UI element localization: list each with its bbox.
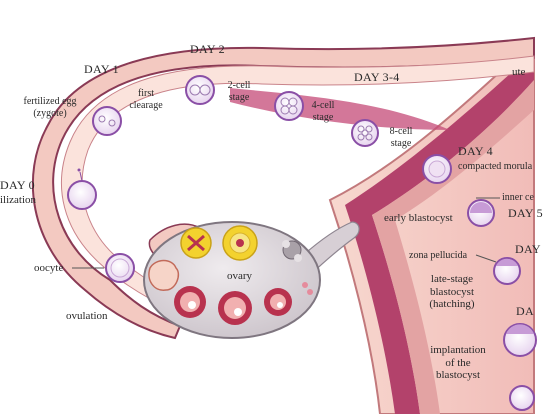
two-cell-label: 2-cell stage: [220, 80, 258, 103]
four-cell-label: 4-cell stage: [304, 100, 342, 123]
morula: [422, 154, 452, 184]
late-stage-line2: blastocyst: [430, 285, 474, 298]
first-cleavage-label: first clearage: [124, 88, 168, 111]
four-cell-line1: 4-cell: [311, 100, 335, 111]
two-cell-line2: stage: [228, 91, 250, 103]
fertilization-cell: [67, 168, 97, 210]
early-blastocyst-cell: [467, 199, 495, 227]
fertilized-egg-text: fertilized egg: [23, 96, 77, 107]
late-stage-line1: late-stage: [430, 273, 474, 285]
implantation-label: implantation of the blastocyst: [420, 344, 496, 382]
zygote-text: (zygote): [33, 107, 67, 119]
oocyte-label: oocyte: [34, 262, 64, 274]
day-1-label: DAY 1: [84, 62, 119, 76]
fallopian-tube-outer: [31, 36, 535, 340]
ovulation-label: ovulation: [66, 310, 108, 322]
day-2-label: DAY 2: [190, 42, 225, 56]
follicle-a: [180, 227, 212, 259]
implanted-blastocyst-cell: [509, 385, 535, 411]
first-cleavage-line2: clearage: [129, 99, 163, 111]
day-7-label: DA: [516, 304, 534, 318]
two-cell-line1: 2-cell: [227, 80, 251, 91]
hatching-blastocyst-cell: [503, 323, 537, 357]
corpus-luteum: [282, 240, 302, 262]
zona-pellucida-label: zona pellucida: [409, 250, 468, 261]
follicle-d: [218, 291, 252, 325]
small-follicle: [307, 289, 313, 295]
two-cell-embryo: [185, 75, 215, 105]
implantation-line2: of the: [445, 356, 471, 369]
compacted-morula-label: compacted morula: [458, 161, 533, 172]
early-blastocyst-label: early blastocyst: [384, 212, 453, 224]
uterus-wall-mid: [372, 80, 534, 414]
late-stage-line3: (hatching): [429, 298, 475, 311]
eight-cell-line1: 8-cell: [389, 126, 413, 137]
day-4-label: DAY 4: [458, 144, 493, 158]
implantation-line1: implantation: [430, 344, 486, 356]
four-cell-line2: stage: [312, 111, 334, 123]
oocyte-cell: [105, 253, 135, 283]
day-5-label: DAY 5: [508, 206, 543, 220]
follicle-e: [264, 288, 292, 316]
fertilization-label: ilization: [0, 194, 37, 206]
day-0-label: DAY 0: [0, 178, 35, 192]
ovary-label: ovary: [227, 270, 253, 282]
late-blastocyst-cell: [493, 257, 521, 285]
ovulation-site: [148, 259, 180, 291]
inner-cell-label: inner ce: [502, 192, 534, 203]
zygote-cell: [92, 106, 122, 136]
first-cleavage-line1: first: [137, 88, 155, 99]
eight-cell-line2: stage: [390, 137, 412, 149]
zona-pellucida-leader: [475, 254, 497, 263]
eight-cell-embryo: [351, 119, 379, 147]
four-cell-embryo: [274, 91, 304, 121]
small-follicle: [302, 282, 308, 288]
day-6-label: DAY: [515, 242, 541, 256]
day-3-4-label: DAY 3-4: [354, 70, 400, 84]
follicle-b: [222, 225, 258, 261]
late-stage-blastocyst-label: late-stage blastocyst (hatching): [418, 273, 486, 311]
follicle-c: [174, 286, 206, 318]
fertilized-egg-label: fertilized egg (zygote): [4, 96, 96, 119]
implantation-line3: blastocyst: [436, 369, 480, 382]
eight-cell-label: 8-cell stage: [382, 126, 420, 149]
uterus-label: ute: [512, 66, 526, 78]
uterus-wall-dark: [345, 52, 534, 414]
